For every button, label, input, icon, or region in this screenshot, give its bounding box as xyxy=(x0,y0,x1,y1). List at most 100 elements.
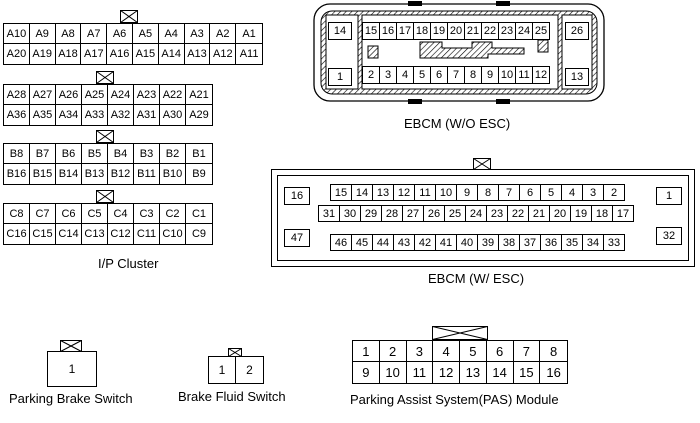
pin-cell: A11 xyxy=(239,48,259,60)
connector-key-icon xyxy=(96,71,114,84)
pin-box: 26 xyxy=(423,205,445,222)
pin-cell: A27 xyxy=(30,85,56,105)
pin-box: 46 xyxy=(330,234,352,251)
pin-cell: 3 xyxy=(406,341,434,362)
pin-box: 4 xyxy=(396,66,414,84)
pas-module-label: Parking Assist System(PAS) Module xyxy=(350,392,559,407)
pin-cell: A25 xyxy=(82,85,108,105)
pin-box: 4 xyxy=(561,184,583,201)
pin-box: 20 xyxy=(549,205,571,222)
pin-box: 8 xyxy=(477,184,499,201)
pin-box: 28 xyxy=(381,205,403,222)
pin-box: 2 xyxy=(603,184,625,201)
pin-cell: B6 xyxy=(56,144,82,164)
pin-cell: A1 xyxy=(236,24,262,44)
pin-box: 13 xyxy=(565,68,589,86)
pin-box: 18 xyxy=(591,205,613,222)
pin-cell: A4 xyxy=(158,24,185,44)
pin-cell: C8 xyxy=(4,204,30,224)
pin-cell: A9 xyxy=(29,24,56,44)
pin-box: 27 xyxy=(402,205,424,222)
pin-box: 26 xyxy=(565,22,589,40)
ip-cluster-label: I/P Cluster xyxy=(98,256,159,271)
pin-cell: C16 xyxy=(4,224,30,244)
pin-box: 29 xyxy=(360,205,382,222)
pin-cell: 16 xyxy=(546,365,561,380)
pin-cell: C1 xyxy=(186,204,212,224)
pin-box: 39 xyxy=(477,234,499,251)
pin-cell: B7 xyxy=(30,144,56,164)
parking-brake-switch-label: Parking Brake Switch xyxy=(9,391,133,406)
pin-box: 21 xyxy=(528,205,550,222)
pin-box: 38 xyxy=(498,234,520,251)
pin-box: 25 xyxy=(532,22,550,40)
pin-box: 20 xyxy=(447,22,465,40)
pin-box: 34 xyxy=(582,234,604,251)
pin-cell: B12 xyxy=(108,164,134,184)
pin-cell: B1 xyxy=(186,144,212,164)
pin-box: 14 xyxy=(351,184,373,201)
pin-box: 32 xyxy=(656,227,682,245)
pin-box: 12 xyxy=(393,184,415,201)
pin-box: 11 xyxy=(414,184,436,201)
pin-cell: C12 xyxy=(108,224,134,244)
pin-cell: A26 xyxy=(56,85,82,105)
pin-box: 7 xyxy=(447,66,465,84)
pin-cell: A17 xyxy=(81,44,108,64)
pin-box: 2 xyxy=(362,66,380,84)
ebcm-w-esc-outer xyxy=(271,169,695,267)
pin-cell: 15 xyxy=(514,362,541,383)
pin-cell: B14 xyxy=(56,164,82,184)
pin-box: 12 xyxy=(532,66,550,84)
pin-cell: 14 xyxy=(487,362,514,383)
pin-cell: C14 xyxy=(56,224,82,244)
ebcm-wo-esc-label: EBCM (W/O ESC) xyxy=(404,116,511,131)
pin-box: 22 xyxy=(481,22,499,40)
pin-cell: A13 xyxy=(185,44,211,64)
pin-cell: 1 xyxy=(209,357,236,383)
pin-box: 41 xyxy=(435,234,457,251)
pin-box: 17 xyxy=(612,205,634,222)
pin-cell: B11 xyxy=(134,164,160,184)
pin-box: 25 xyxy=(444,205,466,222)
pin-cell: A14 xyxy=(159,44,185,64)
pin-cell: B13 xyxy=(82,164,108,184)
pin-box: 1 xyxy=(328,68,352,86)
pin-cell: 11 xyxy=(407,362,434,383)
pin-cell: A30 xyxy=(160,105,186,125)
pin-cell: A20 xyxy=(4,44,30,64)
pin-box: 45 xyxy=(351,234,373,251)
pin-cell: A22 xyxy=(160,85,186,105)
pin-cell: C6 xyxy=(56,204,82,224)
pin-cell: A10 xyxy=(4,24,30,44)
pin-box: 40 xyxy=(456,234,478,251)
pin-cell: 2 xyxy=(379,341,407,362)
pin-cell: A32 xyxy=(108,105,134,125)
pin-cell: 8 xyxy=(540,341,567,362)
pin-cell: 7 xyxy=(513,341,541,362)
pin-box: 6 xyxy=(519,184,541,201)
pin-cell: A36 xyxy=(4,105,30,125)
pin-cell: C7 xyxy=(30,204,56,224)
pin-box: 21 xyxy=(464,22,482,40)
pin-cell: B4 xyxy=(108,144,134,164)
pin-cell: A23 xyxy=(134,85,160,105)
pin-box: 35 xyxy=(561,234,583,251)
pin-cell: 10 xyxy=(380,362,407,383)
pin-box: 9 xyxy=(481,66,499,84)
pin-cell: C5 xyxy=(82,204,108,224)
pin-box: 15 xyxy=(330,184,352,201)
pin-box: 3 xyxy=(582,184,604,201)
pin-box: 8 xyxy=(464,66,482,84)
pin-box: 44 xyxy=(372,234,394,251)
pin-cell: C2 xyxy=(160,204,186,224)
pin-cell: 2 xyxy=(246,363,253,377)
pin-box: 16 xyxy=(284,187,310,205)
pin-cell: C11 xyxy=(134,224,160,244)
pin-box: 23 xyxy=(498,22,516,40)
pin-box: 9 xyxy=(456,184,478,201)
ebcm-wo-esc-housing xyxy=(313,1,605,104)
